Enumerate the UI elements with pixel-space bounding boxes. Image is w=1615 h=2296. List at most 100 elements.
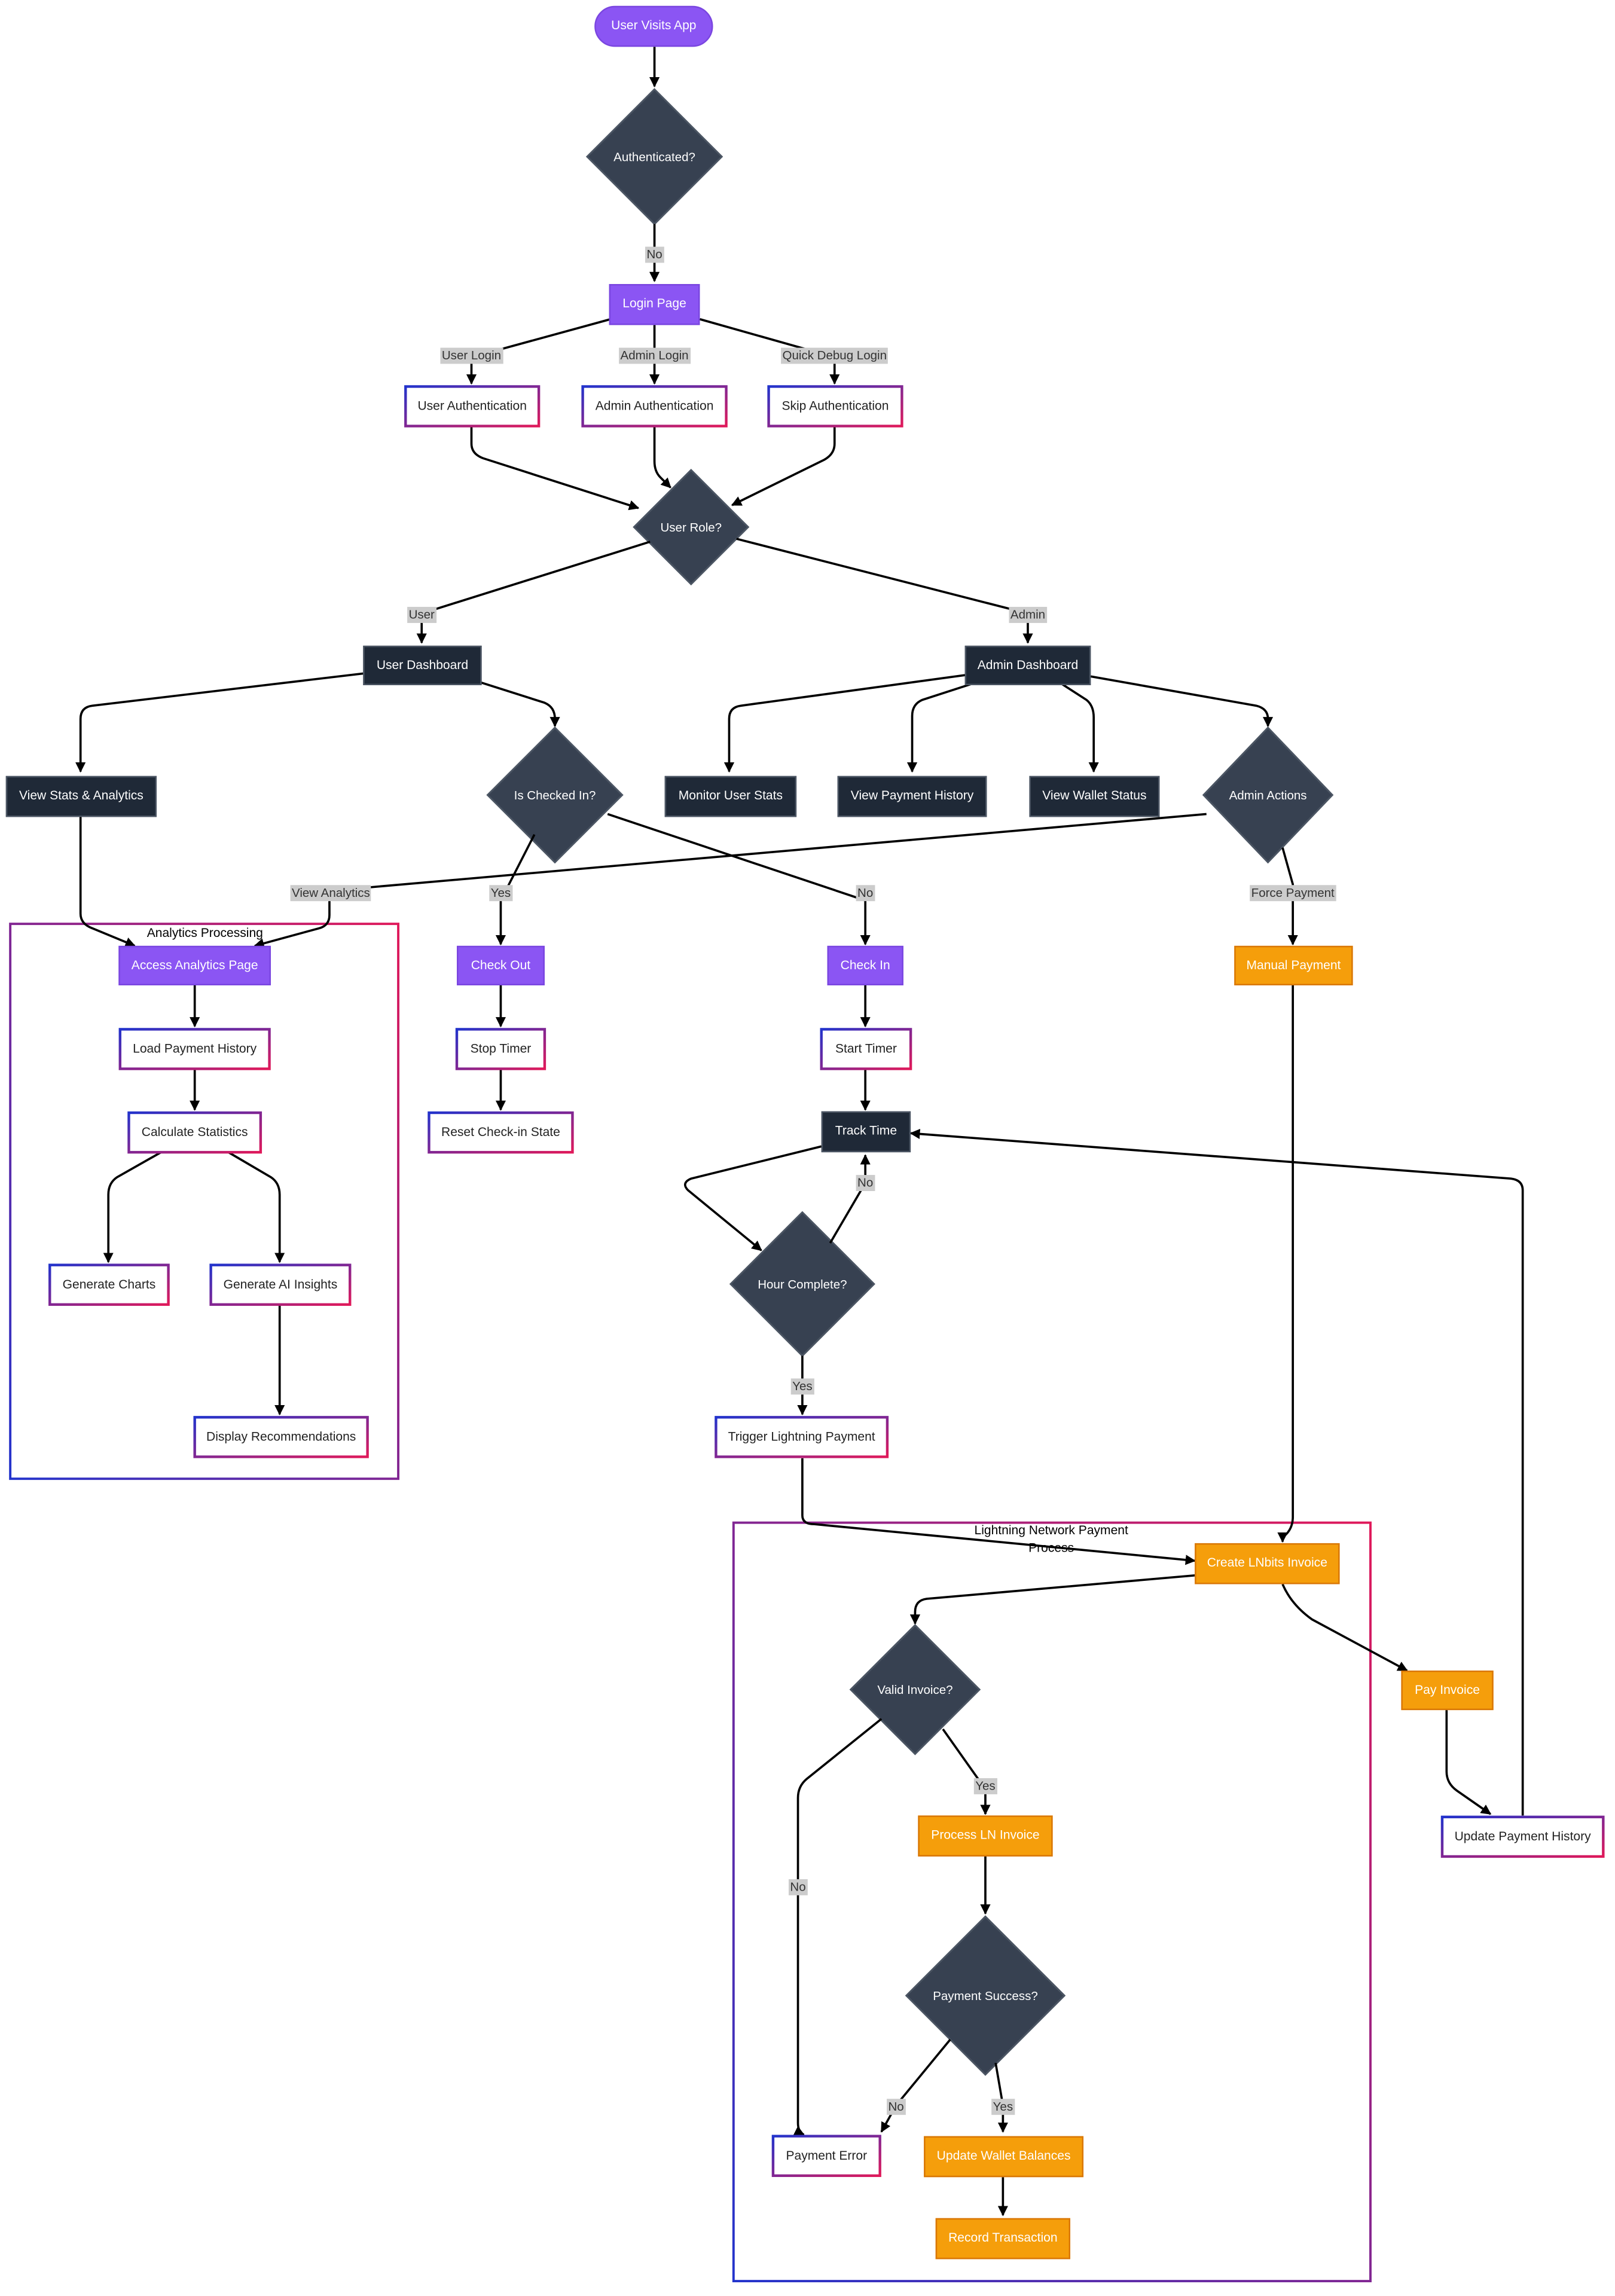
subgraph-analytics-processing xyxy=(9,923,400,1480)
admin-authentication-box xyxy=(581,385,728,428)
track-time-node: Track Time xyxy=(821,1111,911,1153)
view-payment-history-node: View Payment History xyxy=(837,775,987,817)
edge-viewstats-analytics xyxy=(79,817,136,947)
subgraph-analytics-title: Analytics Processing xyxy=(146,925,263,941)
subgraph-lightning-payment xyxy=(732,1521,1372,2283)
edge-label-hour-no: No xyxy=(856,1175,875,1192)
user-visits-app-node: User Visits App xyxy=(594,5,713,47)
is-checked-in-diamond xyxy=(486,726,624,864)
edge-role-userdash xyxy=(416,541,651,644)
edge-adminauth-role xyxy=(653,426,671,488)
skip-authentication-node: Skip Authentication xyxy=(781,397,889,413)
edge-label-quick-debug-login: Quick Debug Login xyxy=(781,347,889,364)
edge-label-role-admin: Admin xyxy=(1009,606,1047,623)
process-ln-invoice-node: Process LN Invoice xyxy=(918,1815,1053,1857)
edge-ischecked-checkin xyxy=(607,813,871,946)
user-authentication-box xyxy=(404,385,541,428)
edge-admindash-paymenthistory xyxy=(906,682,973,773)
view-stats-analytics-node: View Stats & Analytics xyxy=(5,775,157,817)
display-recommendations-node: Display Recommendations xyxy=(206,1428,356,1443)
edge-userauth-role xyxy=(470,426,640,511)
manual-payment-node: Manual Payment xyxy=(1234,945,1353,985)
edge-label-valid-no: No xyxy=(788,1879,808,1895)
generate-charts-node: Generate Charts xyxy=(62,1276,156,1291)
generate-ai-insights-box xyxy=(209,1263,352,1306)
trigger-lightning-payment-node: Trigger Lightning Payment xyxy=(728,1428,875,1443)
edge-createinvoice-pay xyxy=(1281,1583,1408,1672)
monitor-user-stats-node: Monitor User Stats xyxy=(664,775,797,817)
load-payment-history-node: Load Payment History xyxy=(133,1040,257,1055)
record-transaction-node: Record Transaction xyxy=(935,2218,1070,2260)
start-timer-node: Start Timer xyxy=(835,1040,897,1055)
generate-charts-box xyxy=(48,1263,170,1306)
generate-ai-insights-node: Generate AI Insights xyxy=(223,1276,338,1291)
edge-userdash-viewstats xyxy=(75,672,364,773)
check-out-node: Check Out xyxy=(456,945,545,985)
valid-invoice-label: Valid Invoice? xyxy=(877,1682,953,1697)
subgraph-lightning-title: Lightning Network Payment Process xyxy=(934,1523,1168,1557)
edge-trigger-createinvoice xyxy=(801,1458,1196,1565)
stop-timer-box xyxy=(455,1028,547,1070)
edge-role-admindash xyxy=(736,538,1033,644)
view-wallet-status-node: View Wallet Status xyxy=(1029,775,1160,817)
edge-manual-createinvoice xyxy=(1277,985,1295,1543)
edge-valid-process-yes xyxy=(942,1728,991,1815)
trigger-lightning-payment-box xyxy=(715,1416,889,1458)
update-wallet-balances-node: Update Wallet Balances xyxy=(924,2136,1084,2178)
edge-pay-updatehistory xyxy=(1445,1710,1492,1815)
edge-label-role-user: User xyxy=(407,606,436,623)
subgraph-lightning-title-line2: Process xyxy=(1028,1540,1074,1555)
admin-actions-diamond xyxy=(1202,726,1334,864)
user-role-label: User Role? xyxy=(660,520,722,535)
calculate-statistics-box xyxy=(127,1111,262,1154)
edge-label-auth-no: No xyxy=(645,246,664,263)
edge-label-success-yes: Yes xyxy=(991,2099,1015,2115)
skip-authentication-box xyxy=(767,385,903,428)
admin-dashboard-node: Admin Dashboard xyxy=(964,645,1091,685)
edge-success-wallet-yes xyxy=(994,2062,1008,2133)
update-payment-history-node: Update Payment History xyxy=(1454,1828,1591,1843)
payment-success-label: Payment Success? xyxy=(933,1988,1038,2003)
pay-invoice-node: Pay Invoice xyxy=(1401,1670,1494,1711)
load-payment-history-box xyxy=(118,1028,271,1070)
display-recommendations-box xyxy=(193,1416,369,1458)
edge-admindash-wallet xyxy=(1061,683,1099,773)
user-role-diamond xyxy=(633,468,750,586)
edge-label-force-payment: Force Payment xyxy=(1250,885,1336,902)
edge-label-view-analytics: View Analytics xyxy=(290,885,372,902)
check-in-node: Check In xyxy=(827,945,903,985)
start-timer-box xyxy=(820,1028,912,1070)
edge-label-checked-no: No xyxy=(856,885,875,902)
is-checked-in-label: Is Checked In? xyxy=(514,787,596,802)
valid-invoice-diamond xyxy=(849,1623,981,1755)
calculate-statistics-node: Calculate Statistics xyxy=(141,1123,248,1139)
edge-admindash-monitor xyxy=(723,674,967,773)
edge-label-user-login: User Login xyxy=(440,347,503,364)
edge-label-checked-yes: Yes xyxy=(489,885,512,902)
payment-success-diamond xyxy=(905,1915,1066,2076)
reset-checkin-state-node: Reset Check-in State xyxy=(441,1123,560,1139)
edge-success-error-no xyxy=(880,2038,951,2133)
user-dashboard-node: User Dashboard xyxy=(363,645,482,685)
admin-actions-label: Admin Actions xyxy=(1229,787,1307,802)
edge-label-valid-yes: Yes xyxy=(973,1778,997,1794)
reset-checkin-state-box xyxy=(428,1111,574,1154)
user-authentication-node: User Authentication xyxy=(417,397,527,413)
admin-authentication-node: Admin Authentication xyxy=(595,397,714,413)
edge-updatehistory-tracktime xyxy=(909,1128,1524,1816)
edge-label-success-no: No xyxy=(887,2099,906,2115)
edge-calcstats-ai xyxy=(228,1151,285,1263)
edge-skipauth-role xyxy=(731,426,836,506)
payment-error-node: Payment Error xyxy=(786,2147,868,2162)
edge-label-hour-yes: Yes xyxy=(790,1378,814,1395)
subgraph-lightning-title-line1: Lightning Network Payment xyxy=(974,1522,1128,1538)
update-payment-history-box xyxy=(1440,1815,1605,1858)
edge-valid-error-no xyxy=(793,1718,883,2136)
edge-createinvoice-valid xyxy=(909,1574,1195,1625)
login-page-node: Login Page xyxy=(609,284,700,325)
edge-hour-tracktime-no xyxy=(829,1154,871,1244)
authenticated-label: Authenticated? xyxy=(613,149,695,164)
access-analytics-page-node: Access Analytics Page xyxy=(118,945,271,985)
